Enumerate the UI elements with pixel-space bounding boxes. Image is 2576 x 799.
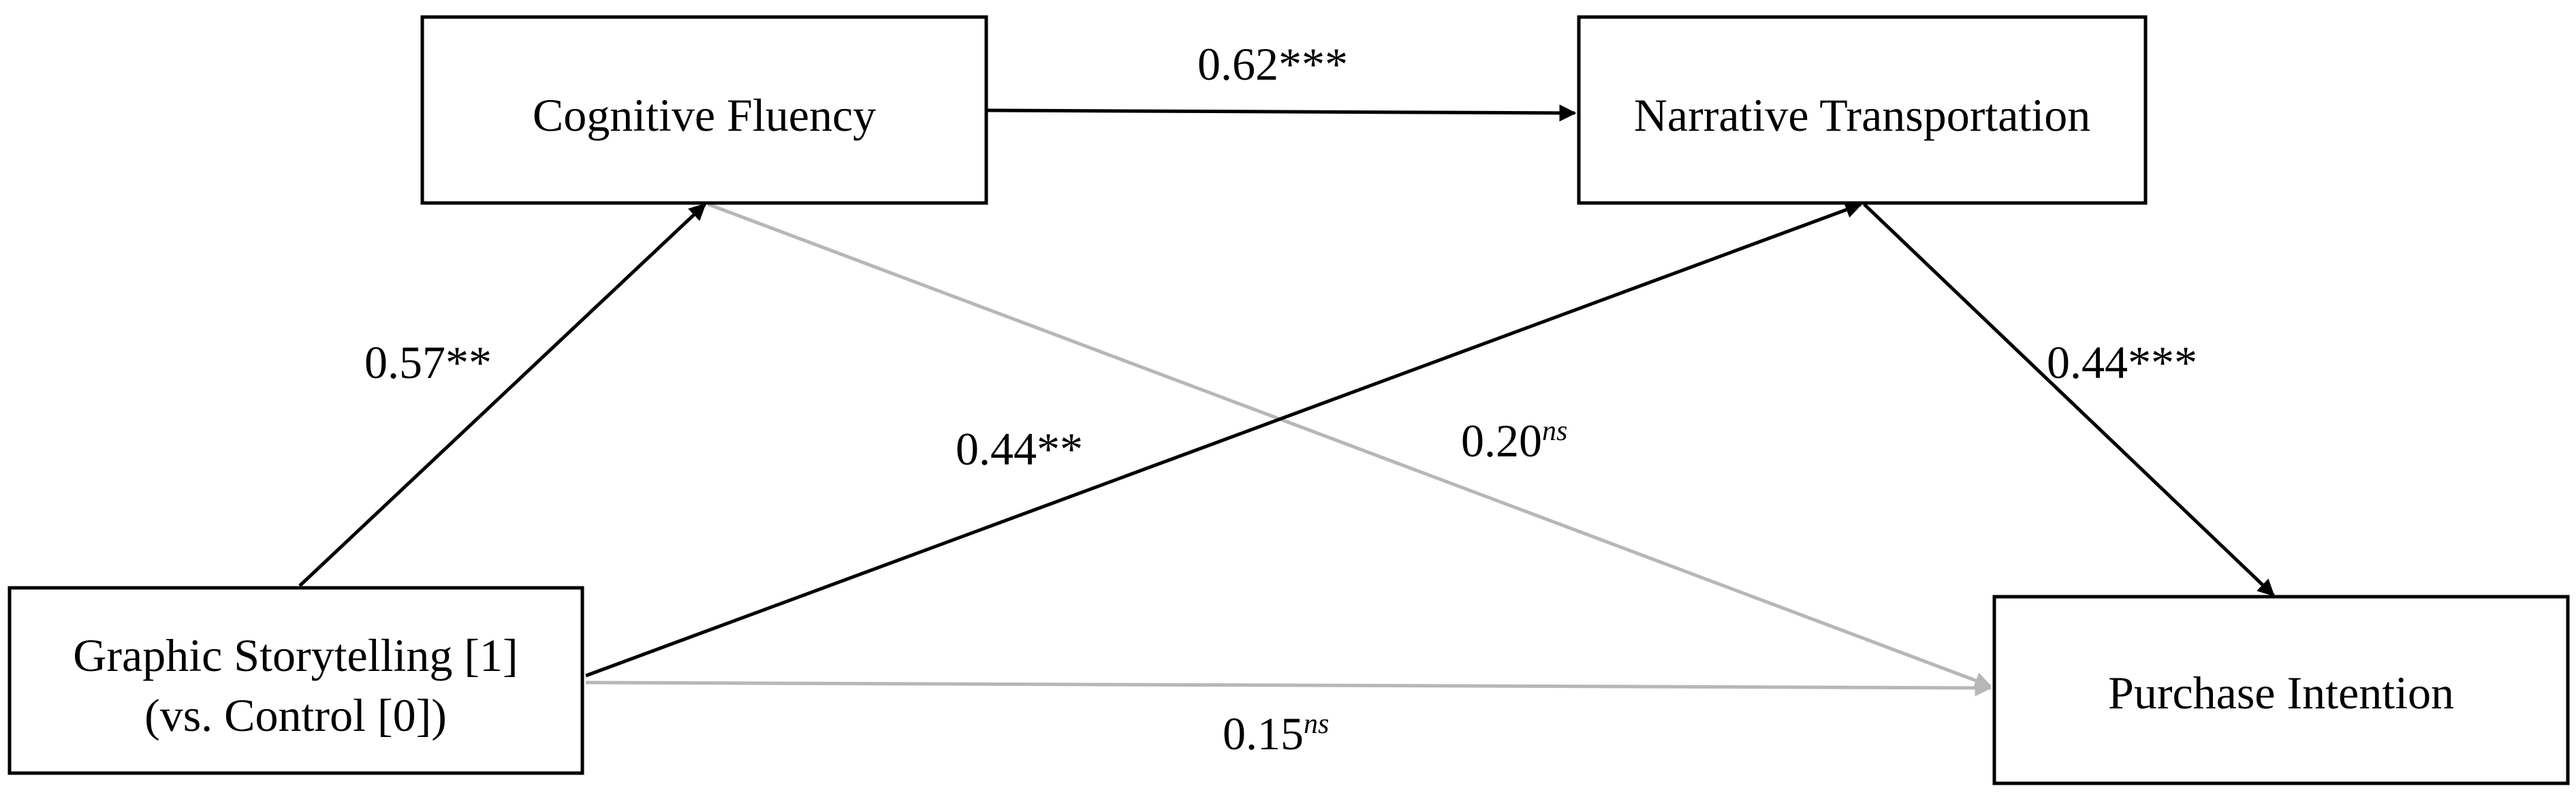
- coef-label-gs-to-pi: 0.15ns: [1223, 708, 1329, 759]
- coef-label-cf-to-pi: 0.20ns: [1461, 415, 1567, 467]
- node-label-cognitive-fluency: Cognitive Fluency: [533, 89, 876, 141]
- coef-value: 0.15: [1223, 708, 1304, 759]
- coef-label-nt-to-pi: 0.44***: [2047, 336, 2197, 388]
- node-label-graphic-storytelling-line1: Graphic Storytelling [1]: [73, 629, 518, 681]
- coef-value: 0.44: [2047, 336, 2128, 388]
- node-narrative-transportation: Narrative Transportation: [1577, 15, 2148, 205]
- coef-value: 0.44: [956, 423, 1037, 475]
- coef-label-gs-to-cf: 0.57**: [364, 336, 492, 388]
- coef-significance: **: [1037, 423, 1083, 475]
- coef-label-cf-to-nt: 0.62***: [1197, 38, 1348, 90]
- node-purchase-intention: Purchase Intention: [1992, 595, 2570, 785]
- node-graphic-storytelling: Graphic Storytelling [1] (vs. Control [0…: [7, 586, 584, 775]
- coef-value: 0.57: [364, 336, 445, 388]
- node-cognitive-fluency: Cognitive Fluency: [420, 15, 988, 205]
- edge-narrative-transportation-to-purchase-intention: [1863, 203, 2275, 597]
- edge-cognitive-fluency-to-narrative-transportation: [986, 104, 1577, 122]
- edge-graphic-storytelling-to-purchase-intention: [585, 679, 1992, 697]
- coef-value: 0.20: [1461, 415, 1542, 467]
- coef-significance: **: [445, 336, 492, 388]
- edge-graphic-storytelling-to-cognitive-fluency: [298, 203, 706, 587]
- edge-graphic-storytelling-to-narrative-transportation: [585, 202, 1863, 678]
- coef-significance: ***: [2128, 336, 2197, 388]
- node-label-graphic-storytelling-line2: (vs. Control [0]): [144, 689, 447, 741]
- coef-significance: ns: [1304, 708, 1329, 740]
- node-label-purchase-intention: Purchase Intention: [2108, 667, 2454, 719]
- coef-value: 0.62: [1197, 38, 1278, 90]
- coef-label-gs-to-nt: 0.44**: [956, 423, 1083, 475]
- coef-significance: ***: [1278, 38, 1348, 90]
- coef-significance: ns: [1542, 416, 1567, 447]
- node-label-narrative-transportation: Narrative Transportation: [1634, 89, 2090, 141]
- edge-cognitive-fluency-to-purchase-intention: [708, 202, 1992, 689]
